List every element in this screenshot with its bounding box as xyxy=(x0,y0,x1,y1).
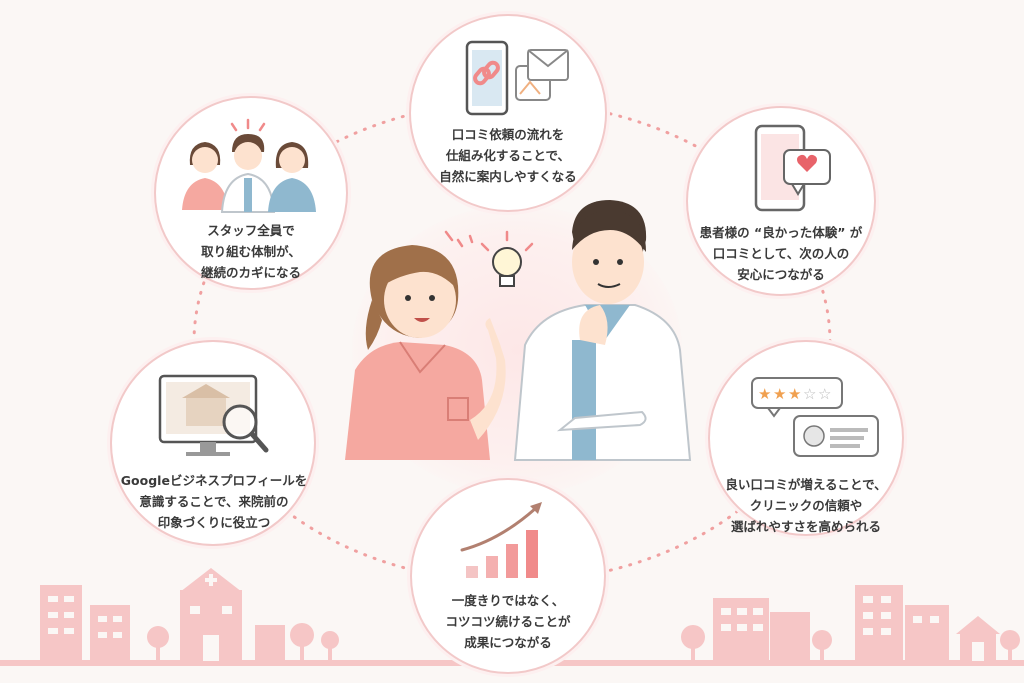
node-upper-right-line-2: 口コミとして、次の人の xyxy=(712,246,850,261)
node-bottom-line-3: 成果につながる xyxy=(464,635,552,650)
node-lower-left-text: Googleビジネスプロフィールを 意識することで、来院前の 印象づくりに役立つ xyxy=(114,470,314,533)
node-bottom-line-1: 一度きりではなく、 xyxy=(451,593,565,608)
node-top-text: 口コミ依頼の流れを 仕組み化することで、 自然に案内しやすくなる xyxy=(428,124,588,187)
node-upper-left-line-3: 継続のカギになる xyxy=(200,265,301,280)
node-lower-right-line-2: クリニックの信頼や xyxy=(749,498,863,513)
svg-text:☆: ☆ xyxy=(803,385,816,403)
svg-text:★: ★ xyxy=(788,385,801,403)
node-lower-right-line-1: 良い口コミが増えることで、 xyxy=(725,477,887,492)
node-lower-left-line-1: Googleビジネスプロフィールを xyxy=(120,473,308,488)
node-upper-right-text: 患者様の “良かった体験” が 口コミとして、次の人の 安心につながる xyxy=(692,222,870,285)
node-top-line-1: 口コミ依頼の流れを xyxy=(451,127,565,142)
svg-text:★: ★ xyxy=(758,385,771,403)
node-lower-left-line-2: 意識することで、来院前の xyxy=(139,494,289,509)
node-lower-right-line-3: 選ばれやすさを高められる xyxy=(730,519,881,534)
node-lower-left-line-3: 印象づくりに役立つ xyxy=(157,515,271,530)
node-top-line-2: 仕組み化することで、 xyxy=(445,148,571,163)
node-top-line-3: 自然に案内しやすくなる xyxy=(439,169,577,184)
svg-text:☆: ☆ xyxy=(818,385,831,403)
node-upper-right-line-1: 患者様の “良かった体験” が xyxy=(699,225,863,240)
node-upper-left-text: スタッフ全員で 取り組む体制が、 継続のカギになる xyxy=(180,220,322,283)
node-bottom-text: 一度きりではなく、 コツコツ続けることが 成果につながる xyxy=(428,590,588,653)
svg-text:★: ★ xyxy=(773,385,786,403)
node-upper-left-line-2: 取り組む体制が、 xyxy=(201,244,301,259)
node-bottom-line-2: コツコツ続けることが xyxy=(445,614,571,629)
node-upper-right-line-3: 安心につながる xyxy=(737,267,825,282)
node-lower-right-text: 良い口コミが増えることで、 クリニックの信頼や 選ばれやすさを高められる xyxy=(714,474,898,537)
node-upper-left-line-1: スタッフ全員で xyxy=(207,223,295,238)
